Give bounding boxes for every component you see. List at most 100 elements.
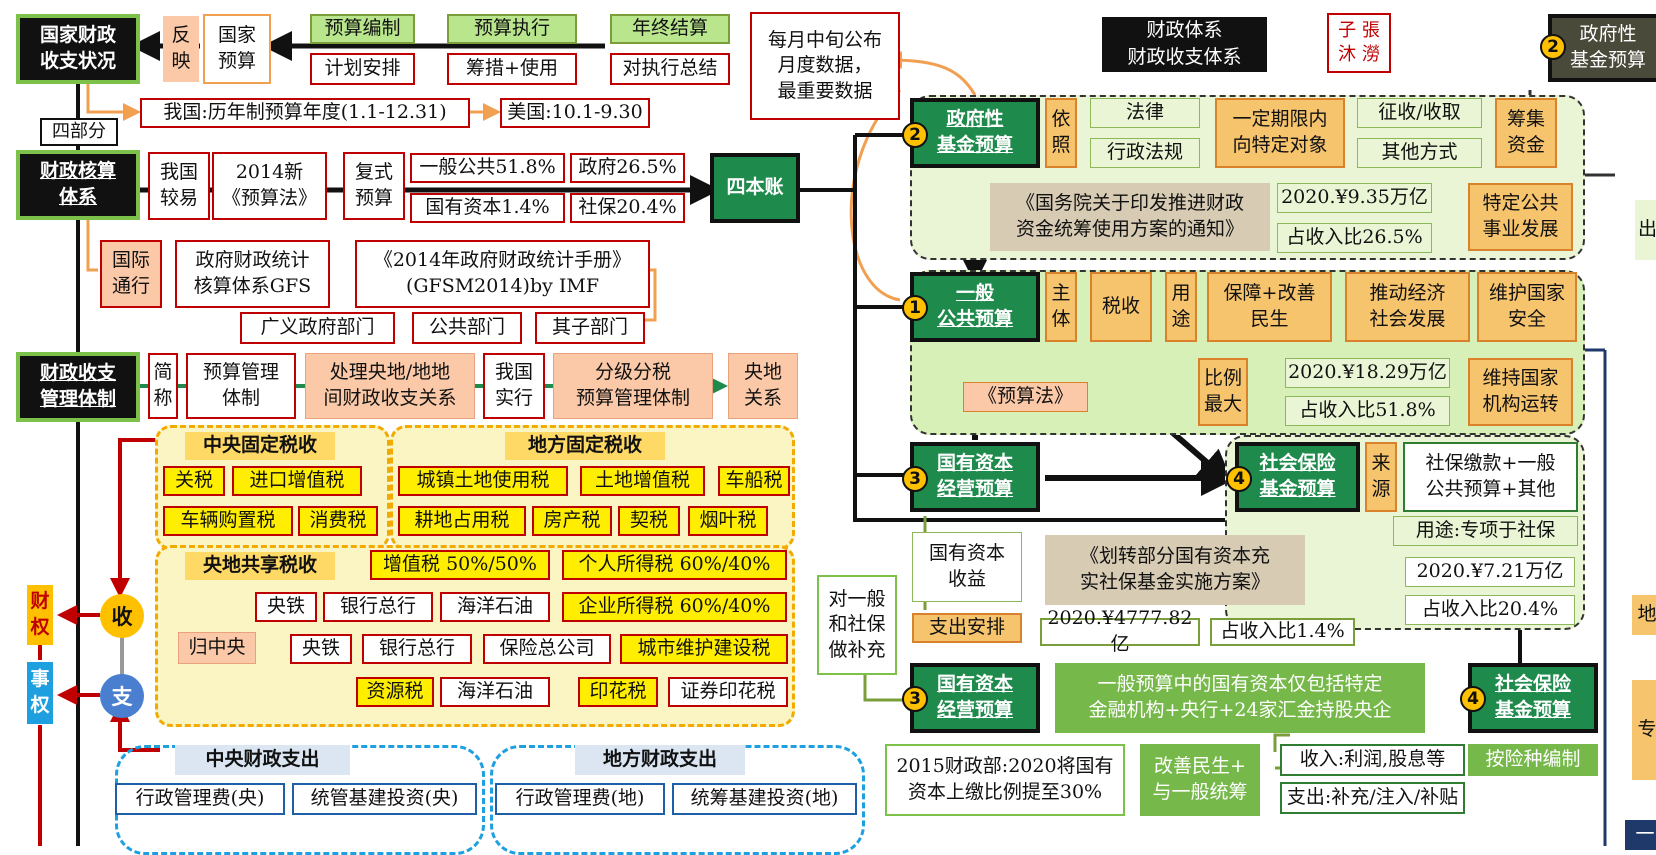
author-stamp: 子 張 沐 澇 [1327, 13, 1391, 73]
budget-mgmt-system: 预算管理 体制 [186, 353, 296, 419]
public-sector: 公共部门 [412, 312, 522, 344]
fund-collect: 征收/收取 [1357, 98, 1482, 128]
central-local-relation: 央地 关系 [728, 353, 798, 419]
fund-use: 特定公共 事业发展 [1468, 183, 1573, 251]
insurance-hq: 保险总公司 [483, 634, 611, 664]
general-security: 维护国家 安全 [1477, 272, 1577, 342]
fund-raise: 筹集 资金 [1495, 98, 1557, 168]
general-subject: 主 体 [1045, 272, 1077, 342]
shared-tax-title: 央地共享税收 [185, 552, 335, 580]
to-central: 归中央 [178, 632, 256, 664]
state-mof-2015: 2015财政部:2020将国有 资本上缴比例提至30% [885, 744, 1125, 816]
right-edge-3: 专 [1632, 680, 1656, 780]
tax-securities-stamp: 证券印花税 [668, 677, 788, 707]
central-expense-title: 中央财政支出 [175, 745, 350, 775]
social-source: 社保缴款+一般 公共预算+其他 [1403, 442, 1578, 512]
gfs-system: 政府财政统计 核算体系GFS [175, 240, 330, 308]
expense-circle: 支 [100, 674, 144, 718]
tiered-tax-budget: 分级分税 预算管理体制 [553, 353, 713, 419]
social-use: 用途:专项于社保 [1393, 516, 1578, 546]
central-fixed-tax-title: 中央固定税收 [185, 432, 335, 460]
right-edge-1: 出 [1635, 200, 1656, 260]
state-expense-plan: 支出安排 [912, 613, 1022, 643]
state-income-type: 收入:利润,股息等 [1280, 744, 1465, 776]
social-by-type: 按险种编制 [1468, 744, 1598, 776]
broad-gov-sector: 广义政府部门 [240, 312, 395, 344]
handle-relations: 处理央地/地地 间财政收支关系 [305, 353, 475, 419]
local-fixed-tax-title: 地方固定税收 [505, 432, 665, 460]
fiscal-mgmt-system: 财政收支 管理体制 [16, 352, 140, 422]
fund-period: 一定期限内 向特定对象 [1215, 98, 1345, 168]
state-capital-budget: 国有资本 经营预算 [910, 442, 1040, 512]
tax-property: 房产税 [532, 506, 612, 536]
social-source-label: 来 源 [1365, 442, 1397, 512]
right-edge-2: 地 [1632, 595, 1656, 635]
fund-amount: 2020.¥9.35万亿 [1277, 183, 1432, 213]
tax-land-vat: 土地增值税 [580, 466, 705, 496]
local-infra-exp: 统筹基建投资(地) [672, 783, 857, 815]
raise-use: 筹措+使用 [447, 53, 577, 85]
budget-compile: 预算编制 [310, 14, 415, 44]
state-share: 国有资本1.4% [410, 193, 565, 223]
tax-tobacco: 烟叶税 [688, 506, 768, 536]
badge-3b: 3 [902, 686, 928, 712]
state-note: 一般预算中的国有资本仅包括特定 金融机构+央行+24家汇金持股央企 [1055, 663, 1425, 733]
tax-import-vat: 进口增值税 [232, 466, 362, 496]
fund-law: 法律 [1090, 98, 1200, 128]
badge-4: 4 [1226, 466, 1252, 492]
ocean-oil-2: 海洋石油 [440, 677, 550, 707]
gfsm-manual: 《2014年政府财政统计手册》 (GFSM2014)by IMF [355, 240, 650, 308]
budget-execute: 预算执行 [447, 14, 577, 44]
fiscal-year-china: 我国:历年制预算年度(1.1-12.31) [140, 98, 470, 128]
header-title-2: 财政收支体系 [1102, 44, 1267, 72]
tax-deed: 契税 [618, 506, 680, 536]
sub-sectors: 其子部门 [535, 312, 645, 344]
tax-customs: 关税 [163, 466, 225, 496]
badge-2: 2 [902, 122, 928, 148]
tax-city-maint: 城市维护建设税 [620, 634, 788, 664]
fund-notice: 《国务院关于印发推进财政 资金统筹使用方案的通知》 [990, 183, 1270, 251]
execution-summary: 对执行总结 [610, 53, 730, 85]
tax-farmland: 耕地占用税 [398, 506, 526, 536]
general-institutions: 维持国家 机构运转 [1468, 358, 1573, 426]
state-ratio: 占收入比1.4% [1210, 618, 1355, 646]
social-insurance-budget-2: 社会保险 基金预算 [1468, 663, 1598, 733]
badge-1: 1 [902, 295, 928, 321]
monthly-publish: 每月中旬公布 月度数据， 最重要数据 [750, 12, 900, 120]
tax-vehicle-purchase: 车辆购置税 [163, 506, 293, 536]
state-amount: 2020.¥4777.82亿 [1040, 607, 1200, 655]
china-easier: 我国 较易 [148, 152, 210, 220]
social-ratio: 占收入比20.4% [1405, 595, 1575, 625]
badge-4b: 4 [1460, 686, 1486, 712]
fund-regulation: 行政法规 [1090, 138, 1200, 168]
general-welfare: 保障+改善 民生 [1207, 272, 1332, 342]
general-largest: 比例 最大 [1198, 358, 1248, 426]
general-usage: 用 途 [1165, 272, 1197, 342]
social-transfer-plan: 《划转部分国有资本充 实社保基金实施方案》 [1045, 535, 1305, 605]
gov-share: 政府26.5% [570, 153, 685, 183]
state-supplement: 对一般 和社保 做补充 [817, 575, 897, 675]
social-insurance-budget: 社会保险 基金预算 [1235, 442, 1360, 512]
fiscal-power: 财 权 [27, 585, 53, 645]
four-parts-label: 四部分 [40, 118, 118, 146]
tax-stamp: 印花税 [578, 677, 658, 707]
gov-fund-budget: 政府性 基金预算 [910, 98, 1040, 168]
tax-resource: 资源税 [356, 677, 434, 707]
fund-ratio: 占收入比26.5% [1277, 223, 1432, 253]
tax-vat-shared: 增值税 50%/50% [370, 550, 550, 580]
state-improve: 改善民生+ 与一般统筹 [1140, 744, 1260, 816]
year-end-settle: 年终结算 [610, 14, 730, 44]
general-public-budget: 一般 公共预算 [910, 272, 1040, 342]
tax-cit-shared: 企业所得税 60%/40% [562, 592, 787, 622]
state-capital-income: 国有资本 收益 [912, 532, 1022, 602]
bank-hq-2: 银行总行 [362, 634, 472, 664]
tax-pit-shared: 个人所得税 60%/40% [562, 550, 787, 580]
social-share: 社保20.4% [570, 193, 685, 223]
state-capital-budget-2: 国有资本 经营预算 [910, 663, 1040, 733]
local-expense-title: 地方财政支出 [575, 745, 745, 775]
general-budget-law: 《预算法》 [963, 382, 1088, 412]
railway-1: 央铁 [255, 592, 317, 622]
right-edge-4: 一 [1625, 820, 1656, 850]
general-tax: 税收 [1090, 272, 1152, 342]
general-amount: 2020.¥18.29万亿 [1285, 358, 1450, 388]
